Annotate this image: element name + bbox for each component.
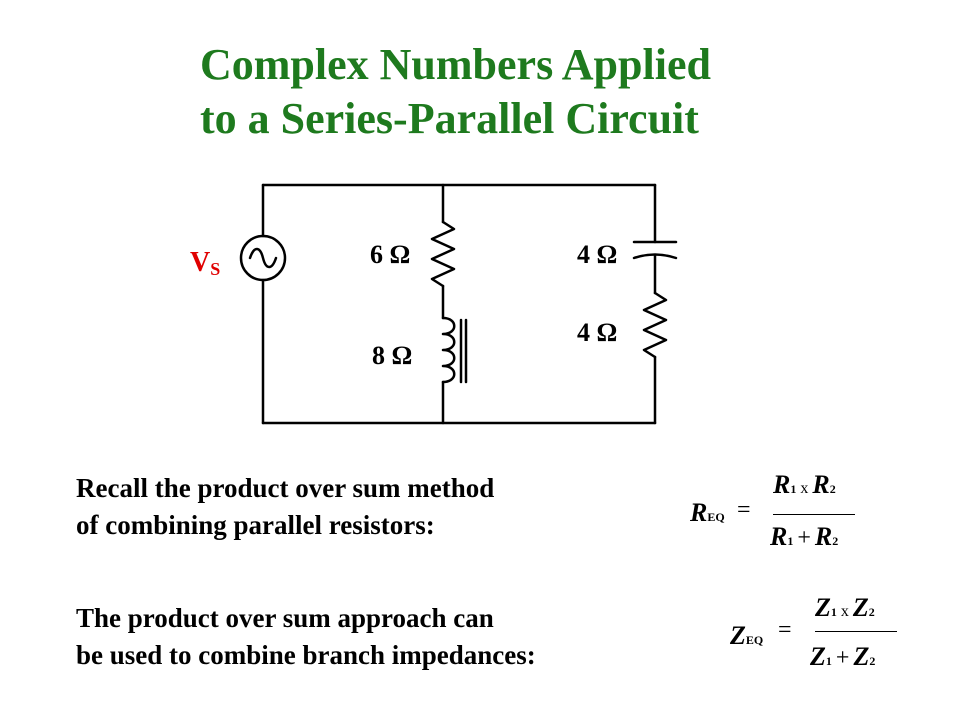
recall-text: Recall the product over sum method of co… bbox=[76, 473, 495, 540]
eq2-fraction-bar bbox=[815, 631, 897, 632]
eq1-denominator: R1 + R2 bbox=[770, 522, 839, 551]
eq1-equals: = bbox=[737, 497, 751, 523]
eq1-lhs: REQ bbox=[690, 498, 725, 527]
eq2-lhs: ZEQ bbox=[730, 621, 764, 650]
eq2-numerator: Z1 x Z2 bbox=[815, 593, 875, 622]
label-inductor-8: 8 Ω bbox=[372, 341, 413, 370]
approach-text: The product over sum approach can be use… bbox=[76, 603, 536, 670]
label-capacitor-4: 4 Ω bbox=[577, 240, 618, 269]
eq1-numerator: R1 x R2 bbox=[773, 470, 836, 499]
eq2-denominator: Z1 + Z2 bbox=[810, 642, 876, 671]
eq2-equals: = bbox=[778, 617, 792, 643]
label-resistor-4: 4 Ω bbox=[577, 318, 618, 347]
source-label: VS bbox=[190, 247, 221, 279]
resistor-6-ohm bbox=[430, 220, 456, 288]
inductor-8-ohm bbox=[441, 316, 456, 384]
sine-wave-icon bbox=[248, 247, 278, 269]
label-resistor-6: 6 Ω bbox=[370, 240, 411, 269]
ac-source bbox=[239, 234, 287, 282]
resistor-4-ohm bbox=[642, 291, 668, 359]
slide-title: Complex Numbers Applied to a Series-Para… bbox=[200, 38, 711, 146]
eq1-fraction-bar bbox=[773, 514, 855, 515]
title-line-2: to a Series-Parallel Circuit bbox=[200, 94, 699, 143]
title-line-1: Complex Numbers Applied bbox=[200, 40, 711, 89]
